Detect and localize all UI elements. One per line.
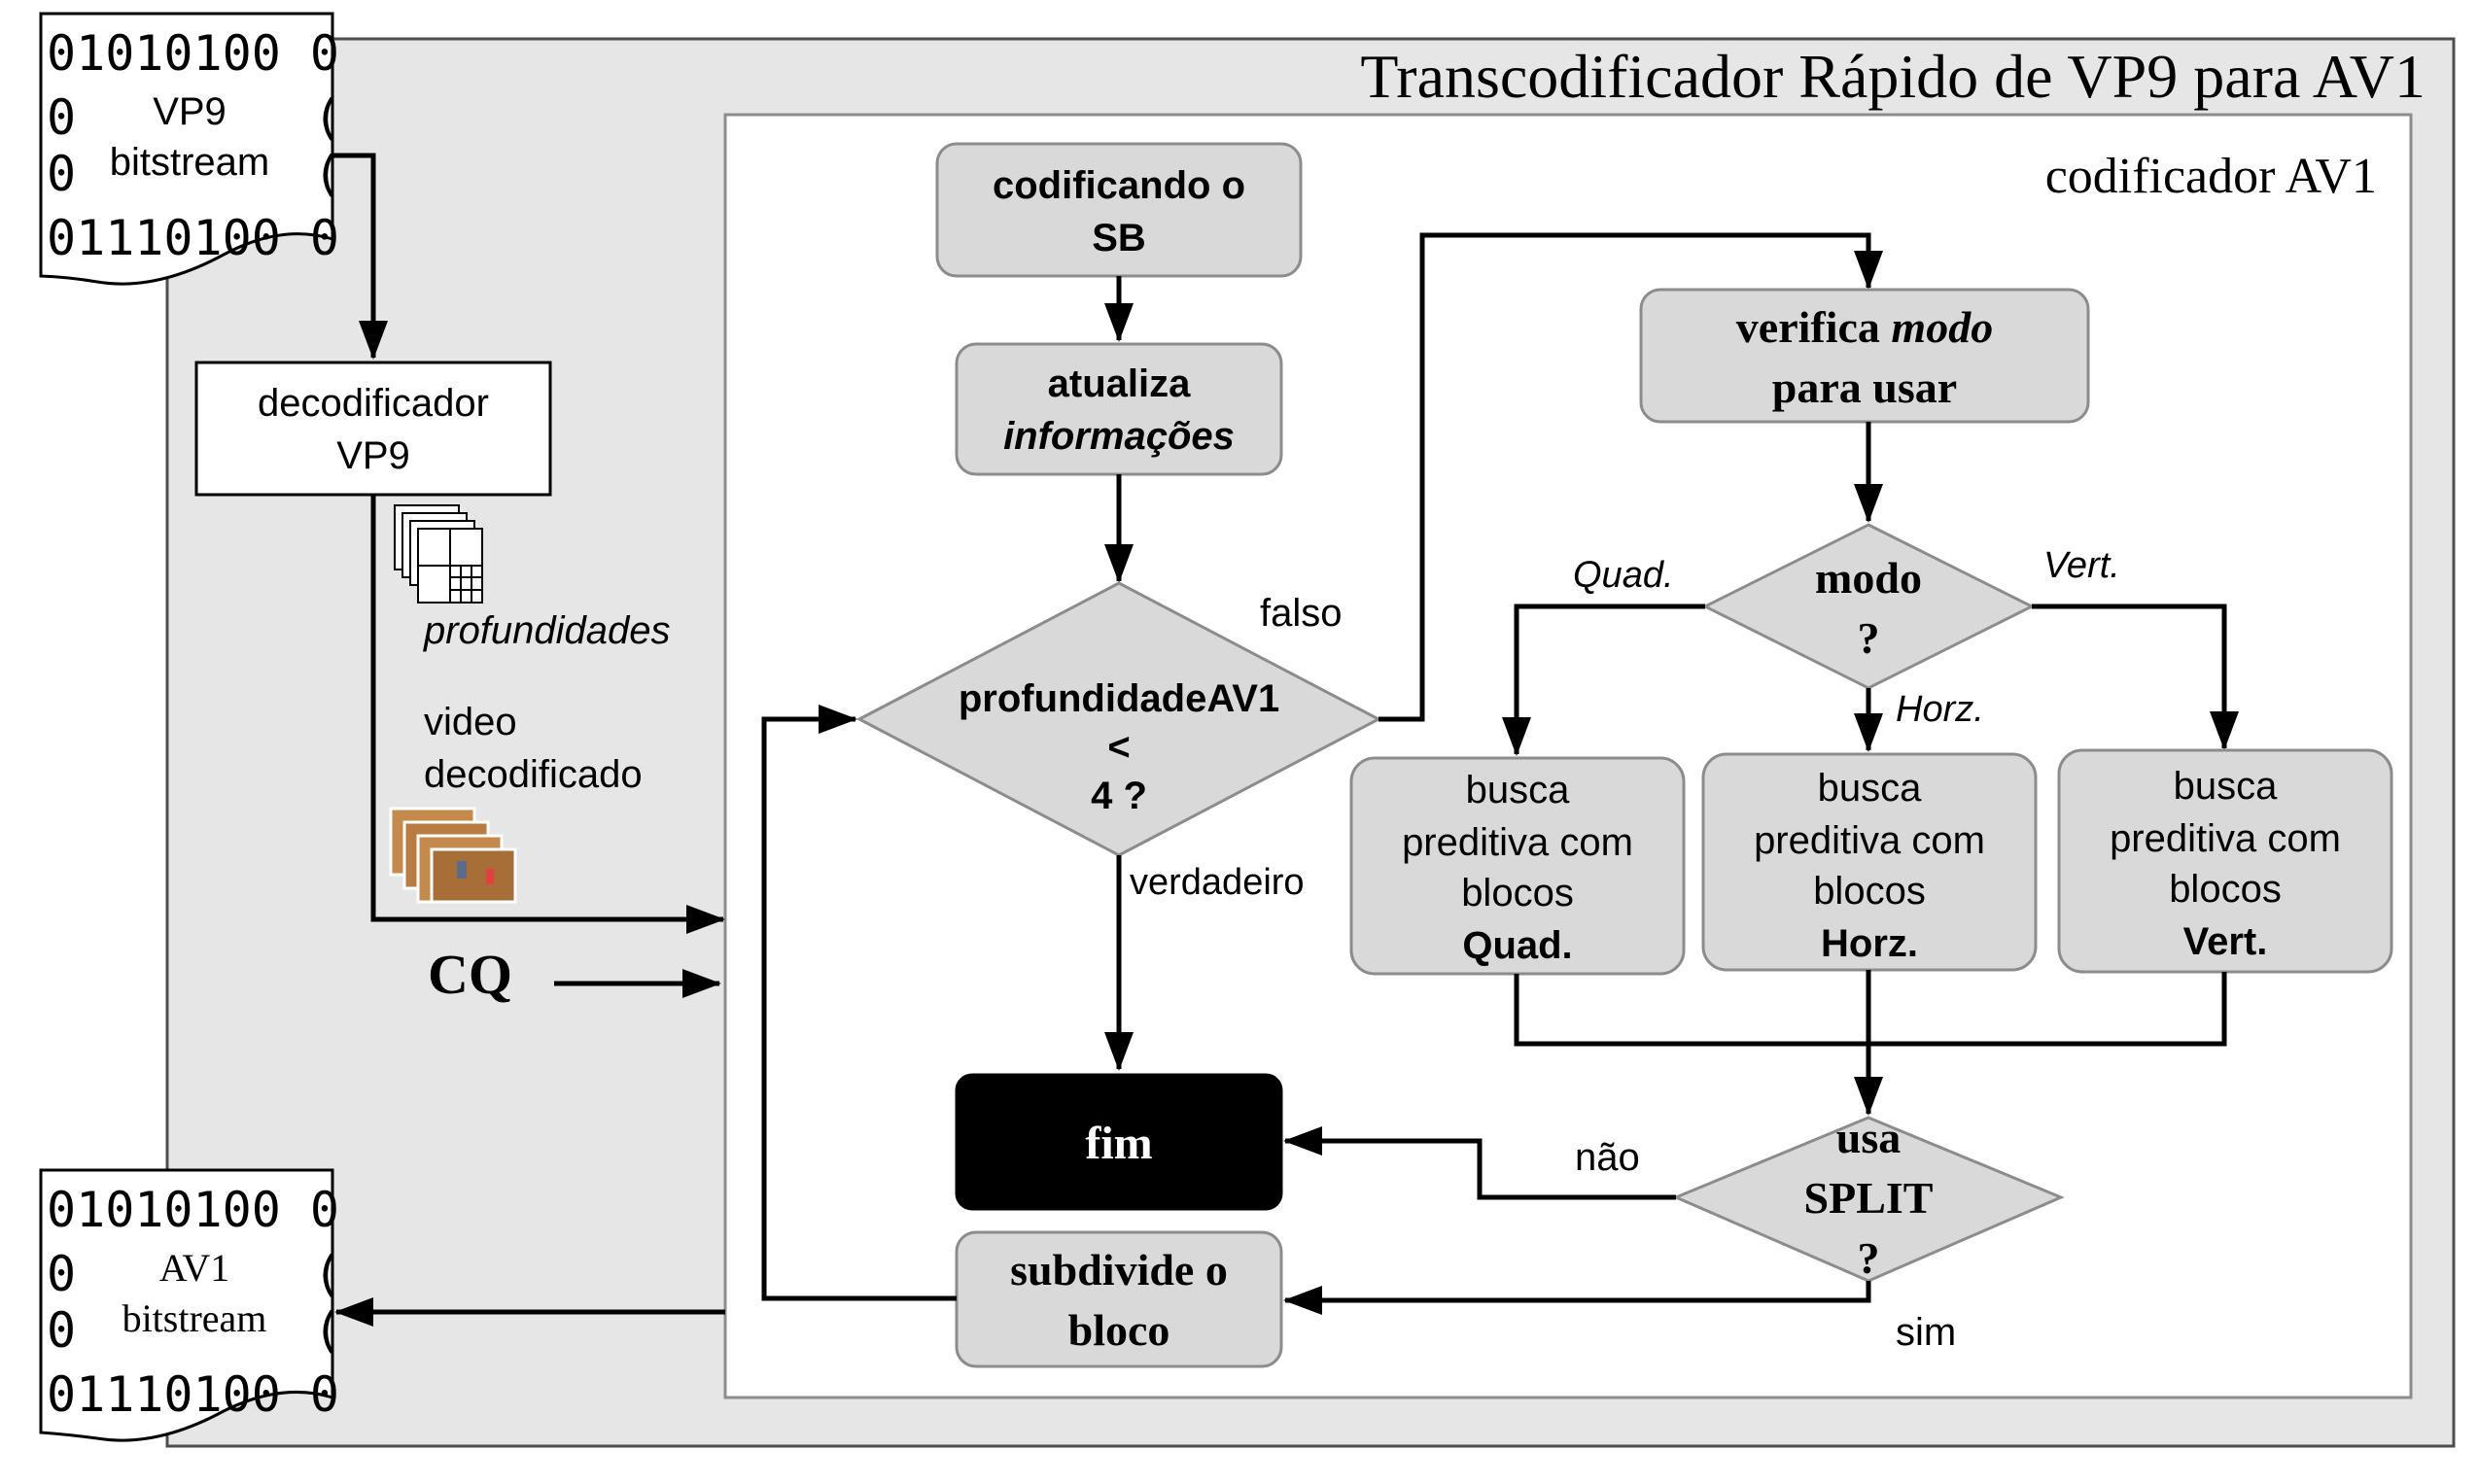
verify-mode-line-1b: modo xyxy=(1891,302,1993,352)
search-quad-line-4: Quad. xyxy=(1462,924,1572,967)
verify-mode-line-1a: verifica xyxy=(1736,302,1892,352)
search-horz-line-1: busca xyxy=(1818,767,1922,810)
depth-check-line-3: 4 ? xyxy=(1091,775,1147,817)
output-bits-line-4: 01110100 0 xyxy=(47,1366,339,1423)
decoder-line-1: decodificador xyxy=(258,382,489,425)
output-bits-line-2b: ( xyxy=(313,1246,342,1302)
update-line-1: atualiza xyxy=(1048,362,1191,405)
update-line-2: informações xyxy=(1003,415,1235,458)
mode-quad-arrow xyxy=(1502,604,1705,756)
search-horz-line-2: preditiva com xyxy=(1754,819,1985,862)
decoder-box xyxy=(194,361,552,497)
input-bits-line-4: 01110100 0 xyxy=(47,210,339,266)
output-bitstream-word: bitstream xyxy=(122,1296,267,1340)
video-frames-icon xyxy=(389,807,517,904)
verify-mode-line-2: para usar xyxy=(1772,362,1957,412)
subdivide-loop-arrow xyxy=(761,705,957,1301)
search-vert-line-3: blocos xyxy=(2169,868,2282,911)
verify-mode-line-1: verifica modo xyxy=(1736,302,1993,352)
depth-check-line-2: < xyxy=(1107,726,1130,769)
search-vert-line-1: busca xyxy=(2174,765,2278,808)
no-label: não xyxy=(1575,1136,1640,1179)
input-bits-line-3: 0 xyxy=(47,146,76,202)
mode-line-1: modo xyxy=(1815,553,1922,603)
search-quad-line-1: busca xyxy=(1466,769,1570,811)
input-bitstream-format: VP9 xyxy=(153,90,227,133)
end-label: fim xyxy=(1085,1118,1152,1169)
use-split-line-1: usa xyxy=(1836,1113,1901,1162)
encode-sb-line-2: SB xyxy=(1092,217,1146,259)
vert-edge-label: Vert. xyxy=(2043,545,2120,586)
decoded-video-line-1: video xyxy=(424,701,517,743)
input-bits-line-2b: ( xyxy=(313,89,342,146)
mode-line-2: ? xyxy=(1858,613,1880,663)
end-node xyxy=(955,1073,1283,1211)
encode-sb-line-1: codificando o xyxy=(993,164,1245,207)
cq-label: CQ xyxy=(428,943,512,1006)
output-bits-line-3: 0 xyxy=(47,1302,76,1359)
input-bits-line-2: 0 xyxy=(47,89,76,146)
transcoder-title: Transcodificador Rápido de VP9 para AV1 xyxy=(1360,42,2426,111)
output-bitstream: 01010100 0 0 ( 0 ( 01110100 0 AV1 bitstr… xyxy=(39,1168,342,1442)
quad-edge-label: Quad. xyxy=(1573,555,1674,596)
depth-false-arrow xyxy=(1379,232,1883,722)
decoder-line-2: VP9 xyxy=(336,434,410,477)
search-vert-line-4: Vert. xyxy=(2183,920,2268,963)
depth-grid-icon xyxy=(394,504,483,604)
input-bits-line-1: 01010100 0 xyxy=(47,25,339,82)
false-label: falso xyxy=(1260,592,1343,635)
decoded-video-line-2: decodificado xyxy=(424,753,643,796)
true-label: verdadeiro xyxy=(1130,862,1305,903)
encoder-label: codificador AV1 xyxy=(2045,149,2377,204)
search-quad-line-2: preditiva com xyxy=(1402,821,1633,864)
output-bits-line-2: 0 xyxy=(47,1246,76,1302)
use-split-line-2: SPLIT xyxy=(1804,1173,1934,1223)
input-bitstream: 01010100 0 0 ( 0 ( 01110100 0 VP9 bitstr… xyxy=(39,12,342,286)
split-yes-arrow xyxy=(1283,1281,1871,1315)
input-bitstream-word: bitstream xyxy=(110,141,270,184)
yes-label: sim xyxy=(1896,1311,1956,1354)
subdivide-line-1: subdivide o xyxy=(1010,1245,1228,1294)
output-bits-line-1: 01010100 0 xyxy=(47,1182,339,1238)
search-horz-line-3: blocos xyxy=(1813,870,1926,913)
split-no-arrow xyxy=(1283,1126,1676,1200)
bitstream-to-decoder-arrow xyxy=(332,153,388,360)
decoder-to-encoder-arrow xyxy=(370,495,725,934)
search-quad-line-3: blocos xyxy=(1461,872,1574,915)
use-split-line-3: ? xyxy=(1858,1233,1880,1283)
subdivide-line-2: bloco xyxy=(1068,1305,1170,1355)
horz-edge-label: Horz. xyxy=(1896,689,1984,730)
depths-label: profundidades xyxy=(423,609,671,652)
depth-check-line-1: profundidadeAV1 xyxy=(959,677,1279,720)
verify-mode-node xyxy=(1639,288,2090,424)
output-bitstream-format: AV1 xyxy=(159,1246,230,1290)
mode-vert-arrow xyxy=(2032,604,2239,750)
search-horz-line-4: Horz. xyxy=(1821,922,1918,965)
search-vert-line-2: preditiva com xyxy=(2110,817,2341,860)
